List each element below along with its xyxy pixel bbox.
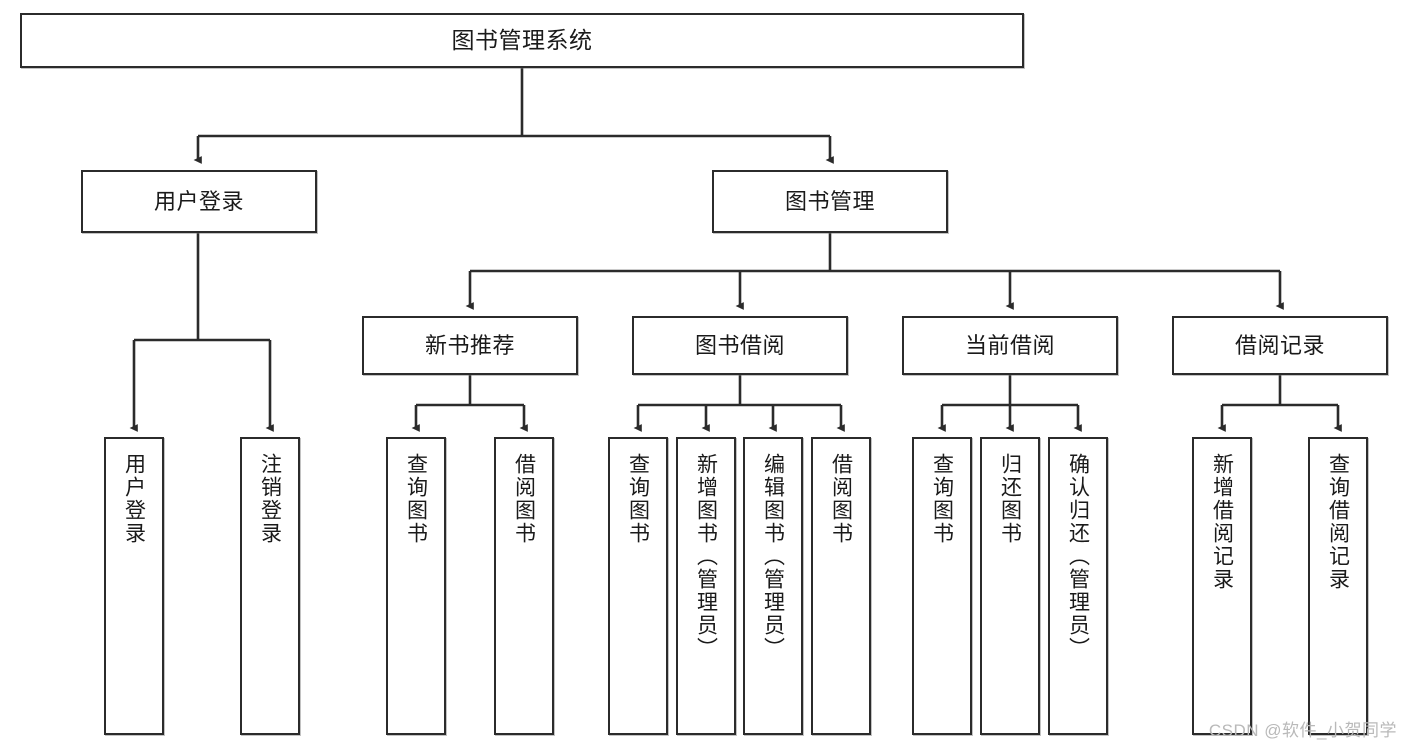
node-label: 借阅图书 bbox=[512, 453, 536, 545]
node-leaf-borrow-book-2[interactable]: 借阅图书 bbox=[811, 437, 871, 735]
node-label: 查询图书 bbox=[930, 453, 954, 545]
node-label: 新增借阅记录 bbox=[1210, 453, 1234, 591]
node-label: 用户登录 bbox=[153, 188, 244, 214]
node-new-book-recommend[interactable]: 新书推荐 bbox=[362, 316, 578, 375]
node-leaf-query-book-1[interactable]: 查询图书 bbox=[386, 437, 446, 735]
node-leaf-borrow-book-1[interactable]: 借阅图书 bbox=[494, 437, 554, 735]
node-label: 新书推荐 bbox=[424, 332, 515, 358]
node-label: 图书管理 bbox=[784, 188, 875, 214]
node-leaf-add-book[interactable]: 新增图书（管理员） bbox=[676, 437, 736, 735]
node-leaf-query-record[interactable]: 查询借阅记录 bbox=[1308, 437, 1368, 735]
node-label: 编辑图书（管理员） bbox=[761, 453, 785, 660]
node-root-system[interactable]: 图书管理系统 bbox=[20, 13, 1024, 68]
node-leaf-add-record[interactable]: 新增借阅记录 bbox=[1192, 437, 1252, 735]
node-label: 查询借阅记录 bbox=[1326, 453, 1350, 591]
node-book-management[interactable]: 图书管理 bbox=[712, 170, 948, 233]
node-label: 图书管理系统 bbox=[451, 26, 593, 53]
node-current-borrow[interactable]: 当前借阅 bbox=[902, 316, 1118, 375]
node-book-borrow[interactable]: 图书借阅 bbox=[632, 316, 848, 375]
node-label: 查询图书 bbox=[404, 453, 428, 545]
node-leaf-confirm-return[interactable]: 确认归还（管理员） bbox=[1048, 437, 1108, 735]
node-label: 借阅记录 bbox=[1234, 332, 1325, 358]
node-label: 用户登录 bbox=[122, 453, 146, 545]
node-label: 图书借阅 bbox=[694, 332, 785, 358]
node-leaf-user-logout[interactable]: 注销登录 bbox=[240, 437, 300, 735]
node-label: 当前借阅 bbox=[964, 332, 1055, 358]
node-label: 归还图书 bbox=[998, 453, 1022, 545]
node-label: 注销登录 bbox=[258, 453, 282, 545]
node-label: 借阅图书 bbox=[829, 453, 853, 545]
node-label: 查询图书 bbox=[626, 453, 650, 545]
node-leaf-query-book-2[interactable]: 查询图书 bbox=[608, 437, 668, 735]
watermark-text: CSDN @软件_小贺同学 bbox=[1208, 721, 1397, 740]
node-label: 新增图书（管理员） bbox=[694, 453, 718, 660]
node-leaf-edit-book[interactable]: 编辑图书（管理员） bbox=[743, 437, 803, 735]
node-borrow-record[interactable]: 借阅记录 bbox=[1172, 316, 1388, 375]
node-leaf-user-login[interactable]: 用户登录 bbox=[104, 437, 164, 735]
node-user-login[interactable]: 用户登录 bbox=[81, 170, 317, 233]
node-leaf-query-book-3[interactable]: 查询图书 bbox=[912, 437, 972, 735]
node-label: 确认归还（管理员） bbox=[1066, 453, 1090, 660]
node-leaf-return-book[interactable]: 归还图书 bbox=[980, 437, 1040, 735]
